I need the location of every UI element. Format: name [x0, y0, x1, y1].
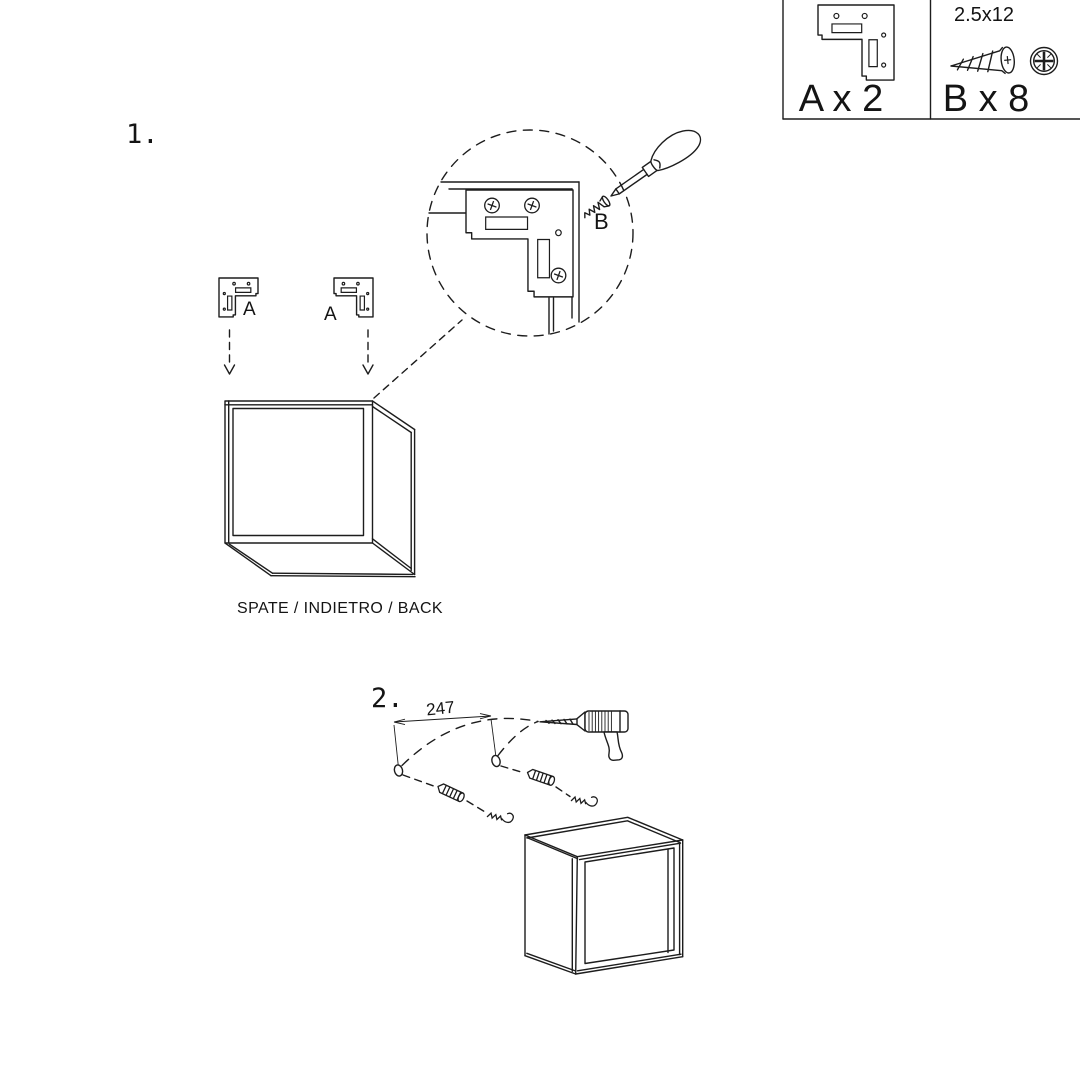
hook-leader-right — [555, 786, 571, 798]
screwdriver-icon — [610, 129, 702, 197]
drop-arrow-left-head — [223, 364, 236, 375]
dimension-arrow-right — [479, 713, 492, 720]
screw-hook-icon — [570, 790, 599, 809]
bracket-a-left: A — [218, 277, 259, 375]
wall-anchor-icon — [525, 767, 557, 787]
bracket-a-right: A — [324, 277, 374, 375]
screw-side-icon — [950, 46, 1015, 75]
drop-arrow-right-head — [362, 364, 374, 375]
bracket-a-left-label: A — [243, 299, 256, 320]
installed-screw-icon — [524, 197, 540, 214]
parts-box-cell-a: A x 2 — [799, 4, 895, 120]
step-2: 2. 247 — [371, 683, 684, 975]
screw-hook-left — [466, 800, 515, 825]
screw-hook-right — [555, 786, 599, 809]
screw-hook-icon — [486, 806, 515, 825]
wall-hole-right — [491, 754, 501, 768]
cabinet-corner-panels — [428, 181, 580, 335]
cabinet-back-view — [224, 400, 416, 578]
step-1: 1. A A SPATE / INDIETRO / BACK — [126, 119, 702, 617]
extension-line-right — [490, 718, 497, 756]
detail-leader-line — [373, 319, 463, 399]
wall-hole-left — [393, 764, 404, 777]
drill-icon — [539, 710, 629, 761]
dimension-value: 247 — [425, 698, 455, 720]
screw-head-icon — [1029, 46, 1059, 76]
wall-dimension: 247 — [393, 698, 497, 766]
corner-bracket-icon — [333, 277, 374, 318]
parts-box: A x 2 2.5x12 — [782, 0, 1080, 120]
step-2-number: 2. — [371, 683, 404, 714]
corner-bracket-icon — [817, 4, 895, 81]
bracket-a-right-label: A — [324, 304, 337, 325]
extension-line-left — [393, 724, 399, 766]
back-caption: SPATE / INDIETRO / BACK — [237, 600, 443, 617]
detail-circle-outline — [426, 129, 634, 337]
step-1-number: 1. — [126, 119, 159, 150]
wall-anchor-icon — [435, 781, 467, 804]
hook-leader-left — [466, 800, 487, 814]
parts-box-cell-b: 2.5x12 — [943, 4, 1059, 120]
drill-path-right — [497, 720, 539, 757]
anchor-leader-right — [500, 765, 526, 774]
dimension-arrow-left — [393, 718, 406, 726]
installed-screw-icon — [550, 267, 567, 284]
anchor-leader-left — [402, 774, 436, 788]
installed-screw-icon — [484, 197, 500, 214]
screw-size-label: 2.5x12 — [954, 4, 1014, 26]
part-b-count-label: B x 8 — [943, 78, 1030, 120]
part-a-count-label: A x 2 — [799, 78, 884, 120]
drill-path-left — [401, 717, 539, 767]
detail-circle: B — [426, 129, 702, 337]
screw-b-icon — [584, 195, 611, 219]
screw-b-label: B — [594, 209, 609, 234]
cabinet-front-view — [524, 816, 684, 975]
dimension-line — [393, 715, 492, 723]
